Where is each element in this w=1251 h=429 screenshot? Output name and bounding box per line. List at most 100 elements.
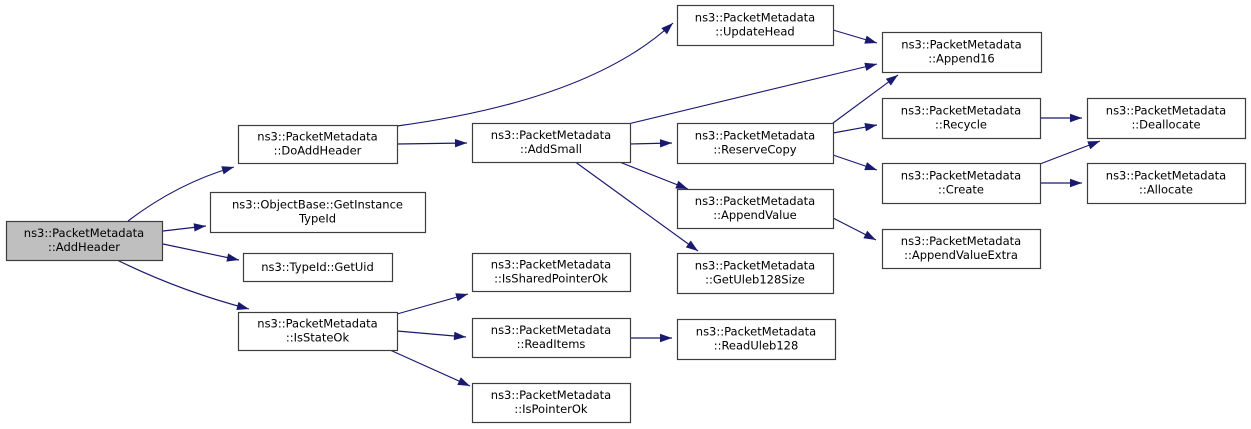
node-label-line: ::Allocate xyxy=(1139,183,1193,197)
node-box xyxy=(1086,97,1247,140)
node-doaddheader[interactable]: ns3::PacketMetadata::DoAddHeader xyxy=(237,124,399,165)
node-box xyxy=(676,188,835,230)
node-label-line: ns3::PacketMetadata xyxy=(257,130,377,144)
node-label-line: ::Recycle xyxy=(935,118,987,132)
edge-line xyxy=(127,166,235,222)
node-getuid[interactable]: ns3::TypeId::GetUid xyxy=(242,252,394,283)
node-box xyxy=(471,317,632,359)
edge-updatehead-to-append16 xyxy=(832,29,878,44)
edge-line xyxy=(396,22,674,127)
arrowhead-icon xyxy=(1087,141,1100,150)
arrowhead-icon xyxy=(864,123,877,132)
node-appendvalue[interactable]: ns3::PacketMetadata::AppendValue xyxy=(676,188,835,230)
edge-addheader-to-getinstancetypeid xyxy=(162,223,207,232)
edge-addheader-to-doaddheader xyxy=(127,166,235,222)
edge-line xyxy=(627,63,878,125)
node-readitems[interactable]: ns3::PacketMetadata::ReadItems xyxy=(471,317,632,359)
node-label-line: ns3::PacketMetadata xyxy=(695,129,815,143)
node-label-line: ns3::PacketMetadata xyxy=(901,234,1021,248)
edge-addheader-to-isstateok xyxy=(116,259,250,311)
node-label-line: ::AddSmall xyxy=(520,142,582,156)
node-label-line: ns3::PacketMetadata xyxy=(24,226,144,240)
node-label-line: ::Deallocate xyxy=(1131,118,1200,132)
node-label-line: ns3::PacketMetadata xyxy=(695,194,815,208)
node-label-line: ns3::PacketMetadata xyxy=(696,325,816,339)
node-box xyxy=(471,122,632,164)
edge-readitems-to-readuleb128 xyxy=(630,333,672,343)
node-box xyxy=(676,252,835,295)
node-label-line: ::UpdateHead xyxy=(715,25,794,39)
arrowhead-icon xyxy=(675,180,688,189)
node-addheader: ns3::PacketMetadata::AddHeader xyxy=(5,220,164,262)
node-label-line: ns3::PacketMetadata xyxy=(1106,169,1226,183)
edges-layer xyxy=(116,22,1101,387)
arrowhead-icon xyxy=(457,377,470,386)
edge-recycle-to-deallocate xyxy=(1040,113,1082,123)
node-recycle[interactable]: ns3::PacketMetadata::Recycle xyxy=(881,97,1042,140)
node-box xyxy=(237,124,399,165)
node-label-line: ns3::PacketMetadata xyxy=(695,11,815,25)
arrowhead-icon xyxy=(864,162,877,171)
node-allocate[interactable]: ns3::PacketMetadata::Allocate xyxy=(1086,162,1247,205)
node-box xyxy=(881,162,1042,205)
node-label-line: ::Append16 xyxy=(928,52,995,66)
node-label-line: ::GetUleb128Size xyxy=(705,273,805,287)
node-box xyxy=(471,382,632,424)
node-isstateok[interactable]: ns3::PacketMetadata::IsStateOk xyxy=(237,311,399,352)
node-label-line: ::IsStateOk xyxy=(286,331,350,345)
node-box xyxy=(676,318,837,361)
node-deallocate[interactable]: ns3::PacketMetadata::Deallocate xyxy=(1086,97,1247,140)
edge-addsmall-to-reservecopy xyxy=(629,139,673,148)
edge-reservecopy-to-append16 xyxy=(832,74,899,124)
node-label-line: ::ReserveCopy xyxy=(713,143,796,157)
node-label-line: ns3::PacketMetadata xyxy=(901,169,1021,183)
node-appendvalueextra[interactable]: ns3::PacketMetadata::AppendValueExtra xyxy=(881,228,1042,270)
node-box xyxy=(881,228,1042,270)
node-label-line: ::AppendValueExtra xyxy=(904,248,1018,262)
node-getuleb128size[interactable]: ns3::PacketMetadata::GetUleb128Size xyxy=(676,252,835,295)
node-label-line: ::ReadItems xyxy=(517,337,586,351)
node-readuleb128[interactable]: ns3::PacketMetadata::ReadUleb128 xyxy=(676,318,837,361)
edge-line xyxy=(162,243,240,261)
node-label-line: ns3::PacketMetadata xyxy=(257,317,377,331)
arrowhead-icon xyxy=(885,75,898,86)
node-box xyxy=(676,122,835,165)
arrowhead-icon xyxy=(685,240,698,251)
node-ispointerok[interactable]: ns3::PacketMetadata::IsPointerOk xyxy=(471,382,632,424)
node-label-line: ns3::PacketMetadata xyxy=(901,38,1021,52)
arrowhead-icon xyxy=(1070,113,1082,123)
arrowhead-icon xyxy=(659,139,672,148)
node-create[interactable]: ns3::PacketMetadata::Create xyxy=(881,162,1042,205)
arrowhead-icon xyxy=(193,223,206,232)
arrowhead-icon xyxy=(455,293,468,302)
node-box xyxy=(5,220,164,262)
node-issharedpointerok[interactable]: ns3::PacketMetadata::IsSharedPointerOk xyxy=(471,252,632,293)
arrowhead-icon xyxy=(864,35,877,44)
edge-reservecopy-to-recycle xyxy=(832,123,878,134)
node-append16[interactable]: ns3::PacketMetadata::Append16 xyxy=(881,31,1043,74)
edge-create-to-allocate xyxy=(1040,178,1082,188)
arrowhead-icon xyxy=(661,23,673,35)
arrowhead-icon xyxy=(453,331,466,341)
node-updatehead[interactable]: ns3::PacketMetadata::UpdateHead xyxy=(676,4,835,47)
node-label-line: ns3::ObjectBase::GetInstance xyxy=(232,198,403,212)
node-addsmall[interactable]: ns3::PacketMetadata::AddSmall xyxy=(471,122,632,164)
node-box xyxy=(237,311,399,352)
node-box xyxy=(209,191,427,234)
arrowhead-icon xyxy=(226,253,239,262)
node-reservecopy[interactable]: ns3::PacketMetadata::ReserveCopy xyxy=(676,122,835,165)
nodes-layer: ns3::PacketMetadata::AddHeaderns3::Packe… xyxy=(5,4,1247,424)
edge-isstateok-to-issharedpointerok xyxy=(396,293,469,315)
node-box xyxy=(242,252,394,283)
edge-line xyxy=(832,74,899,124)
edge-reservecopy-to-create xyxy=(832,154,878,171)
edge-appendvalue-to-appendvalueextra xyxy=(832,217,877,241)
node-label-line: ns3::PacketMetadata xyxy=(901,104,1021,118)
node-label-line: ns3::PacketMetadata xyxy=(491,323,611,337)
arrowhead-icon xyxy=(863,230,876,240)
edge-create-to-deallocate xyxy=(1039,140,1101,165)
edge-line xyxy=(396,293,469,315)
edge-doaddheader-to-addsmall xyxy=(396,138,468,148)
